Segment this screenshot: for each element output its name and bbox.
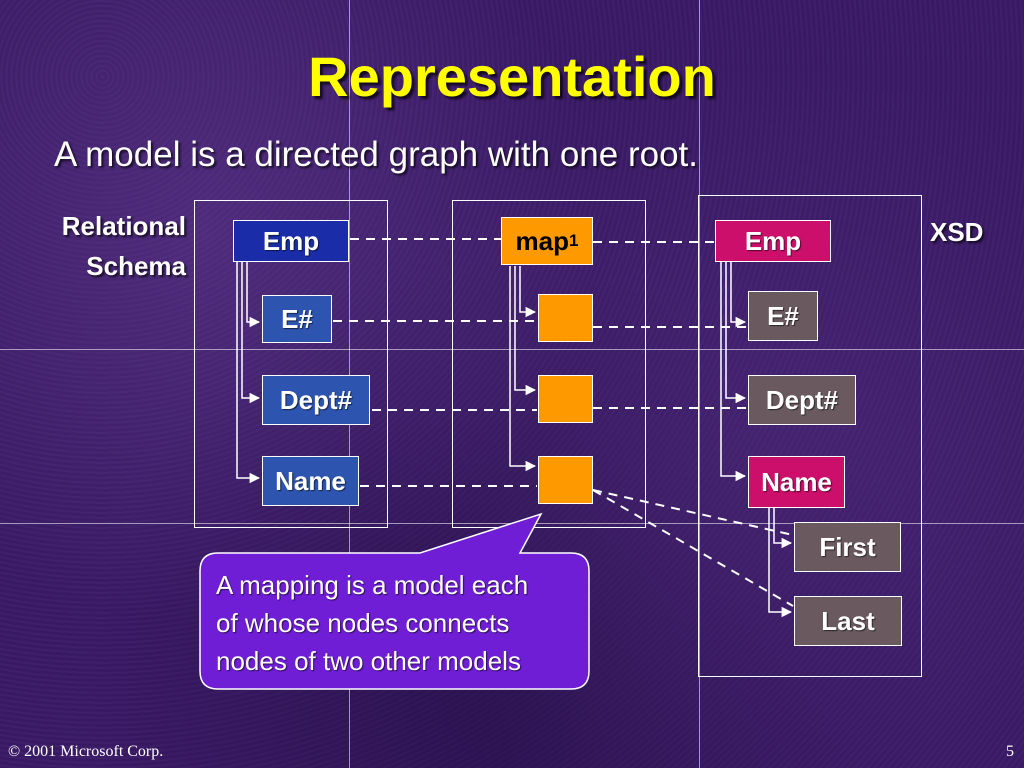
slide-subtitle: A model is a directed graph with one roo…: [54, 135, 698, 174]
xsd-first-node: First: [794, 522, 901, 572]
relational-label-line2: Schema: [86, 251, 186, 281]
footer-page-number: 5: [1006, 743, 1014, 760]
xsd-name-node: Name: [748, 456, 845, 508]
relational-schema-label: Relational Schema: [54, 206, 186, 286]
slide-title: Representation: [308, 45, 716, 108]
callout-line2: of whose nodes connects: [216, 608, 510, 638]
relational-model-frame: [194, 200, 388, 528]
footer-copyright: © 2001 Microsoft Corp.: [8, 743, 164, 760]
relational-emp-node: Emp: [233, 220, 349, 262]
xsd-tree-edges: [720, 262, 793, 618]
mapping-model-frame: [452, 200, 646, 528]
mapping-node-enum: [538, 294, 593, 342]
mapping-links: [333, 238, 794, 607]
xsd-emp-node: Emp: [715, 220, 831, 262]
callout-line3: nodes of two other models: [216, 646, 521, 676]
xsd-enum-node: E#: [748, 291, 818, 341]
xsd-label: XSD: [930, 217, 984, 247]
grid-line-vertical: [699, 0, 700, 768]
grid-line-horizontal: [0, 349, 1024, 350]
relational-tree-edges: [236, 262, 261, 484]
callout-line1: A mapping is a model each: [216, 570, 529, 600]
mapping-tree-edges: [509, 266, 537, 472]
relational-dept-node: Dept#: [262, 375, 370, 425]
xsd-model-frame: [698, 195, 922, 677]
xsd-dept-node: Dept#: [748, 375, 856, 425]
mapping-root-subscript: 1: [569, 231, 579, 250]
relational-name-node: Name: [262, 456, 359, 506]
mapping-node-name: [538, 456, 593, 504]
callout-bubble: [199, 512, 590, 690]
callout-text: A mapping is a model each of whose nodes…: [216, 566, 576, 680]
mapping-root-label: map: [515, 225, 569, 256]
relational-label-line1: Relational: [61, 211, 186, 241]
relational-enum-node: E#: [262, 295, 332, 343]
mapping-node-dept: [538, 375, 593, 423]
xsd-last-node: Last: [794, 596, 902, 646]
